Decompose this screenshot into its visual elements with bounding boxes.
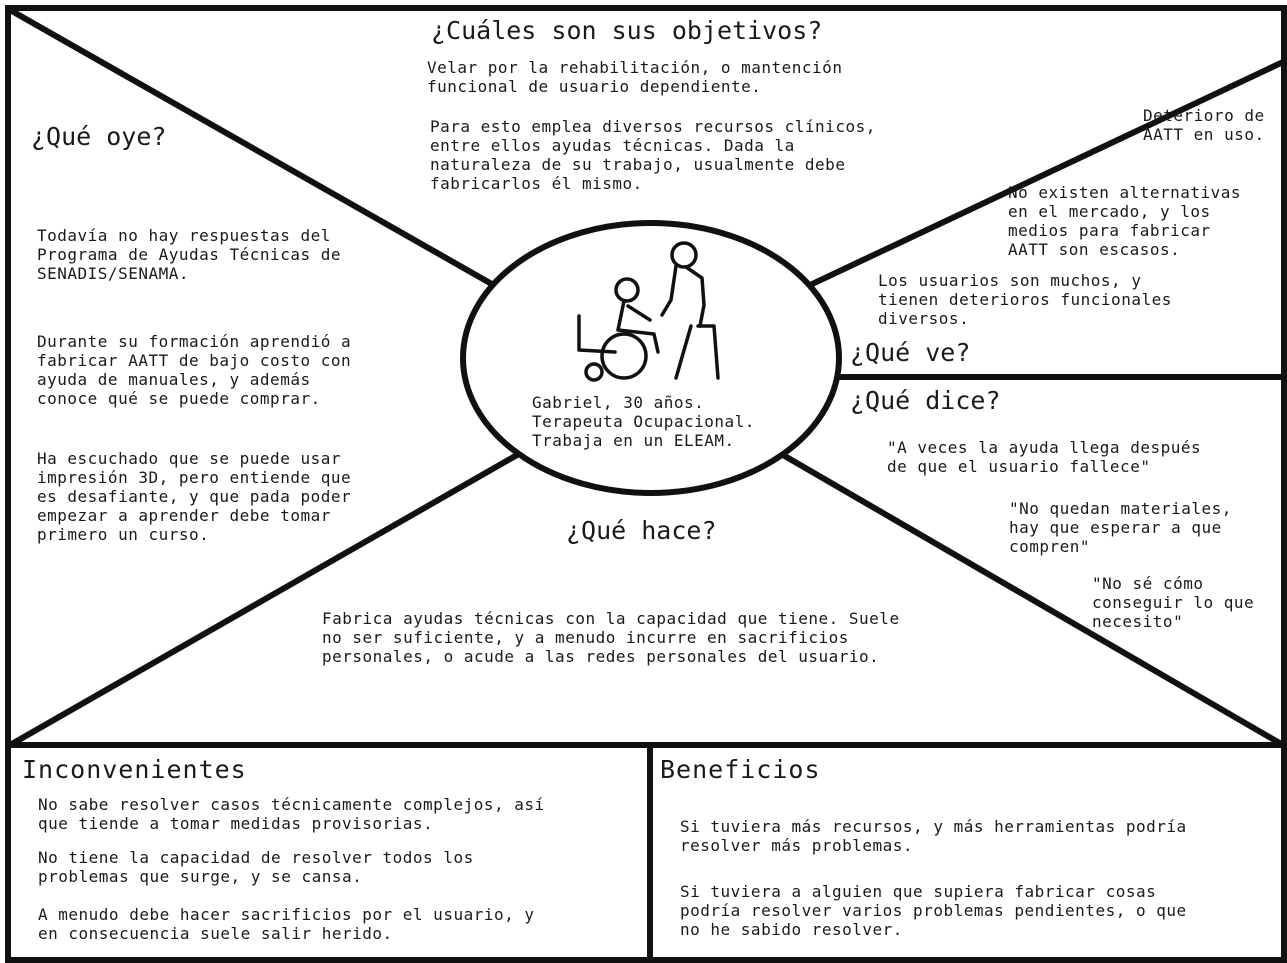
says-quote-1: "A veces la ayuda llega después de que e… [887,438,1202,476]
goals-text-2: Para esto emplea diversos recursos clíni… [430,117,876,193]
persona-ellipse [460,220,842,496]
sees-text-1: Deterioro de AATT en uso. [1143,106,1265,144]
outer-border [5,5,1287,963]
persona-description: Gabriel, 30 años. Terapeuta Ocupacional.… [532,393,755,450]
sees-title: ¿Qué ve? [850,338,971,367]
sees-text-2: No existen alternativas en el mercado, y… [1008,183,1242,259]
gains-text-1: Si tuviera más recursos, y más herramien… [680,817,1187,855]
hears-text-1: Todavía no hay respuestas del Programa d… [37,226,341,283]
gains-title: Beneficios [660,755,821,784]
does-title: ¿Qué hace? [566,516,717,545]
hears-text-3: Ha escuchado que se puede usar impresión… [37,449,352,544]
sees-text-3: Los usuarios son muchos, y tienen deteri… [878,271,1172,328]
hears-text-2: Durante su formación aprendió a fabricar… [37,332,352,408]
says-quote-3: "No sé cómo conseguir lo que necesito" [1092,574,1255,631]
divider-top-left [5,5,495,288]
says-quote-2: "No quedan materiales, hay que esperar a… [1009,499,1232,556]
divider-bottom-left [5,450,522,750]
pains-title: Inconvenientes [22,755,247,784]
pains-text-3: A menudo debe hacer sacrificios por el u… [38,905,535,943]
goals-title: ¿Cuáles son sus objetivos? [431,16,823,45]
divider-bottom-right [778,450,1287,750]
pains-text-1: No sabe resolver casos técnicamente comp… [38,795,545,833]
wheelchair-caregiver-icon [577,241,720,382]
divider-top-right [806,58,1287,289]
says-title: ¿Qué dice? [850,386,1001,415]
hears-title: ¿Qué oye? [31,122,167,151]
does-text: Fabrica ayudas técnicas con la capacidad… [322,609,900,666]
pains-text-2: No tiene la capacidad de resolver todos … [38,848,474,886]
goals-text-1: Velar por la rehabilitación, o mantenció… [427,58,843,96]
gains-text-2: Si tuviera a alguien que supiera fabrica… [680,882,1187,939]
